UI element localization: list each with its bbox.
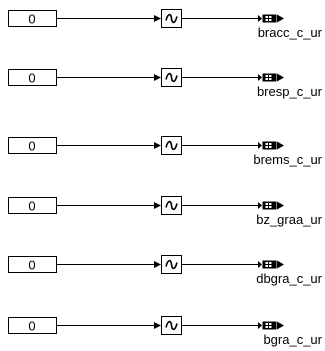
- wave-icon: [165, 72, 178, 83]
- constant-value: 0: [28, 199, 35, 214]
- wave-icon: [165, 13, 178, 24]
- constant-block[interactable]: 0: [8, 197, 57, 214]
- wave-icon: [165, 259, 178, 270]
- constant-value: 0: [28, 319, 35, 334]
- port-arrow: [277, 141, 284, 150]
- constant-value: 0: [28, 71, 35, 86]
- constant-block[interactable]: 0: [8, 256, 57, 273]
- output-label: bresp_c_ur: [257, 84, 323, 99]
- signal-row: 0 bresp_c_ur: [8, 68, 323, 99]
- output-label: brems_c_ur: [253, 152, 322, 167]
- arrowhead: [154, 322, 161, 329]
- output-port[interactable]: [258, 201, 284, 210]
- arrowhead: [258, 142, 262, 149]
- signal-row: 0 bz_graa_ur: [8, 196, 323, 227]
- arrowhead: [154, 74, 161, 81]
- constant-value: 0: [28, 258, 35, 273]
- converter-block[interactable]: [161, 68, 182, 87]
- output-port[interactable]: [258, 14, 284, 23]
- arrowhead: [258, 261, 262, 268]
- wave-icon: [165, 320, 178, 331]
- port-arrow: [277, 14, 284, 23]
- arrowhead: [154, 202, 161, 209]
- converter-block[interactable]: [161, 136, 182, 155]
- arrowhead: [258, 15, 262, 22]
- converter-block[interactable]: [161, 9, 182, 28]
- arrowhead: [258, 202, 262, 209]
- output-label: dbgra_c_ur: [256, 271, 322, 286]
- converter-block[interactable]: [161, 255, 182, 274]
- output-port[interactable]: [258, 141, 284, 150]
- signal-row: 0 bracc_c_ur: [8, 9, 323, 40]
- constant-value: 0: [28, 139, 35, 154]
- output-port[interactable]: [258, 73, 284, 82]
- signal-row: 0 dbgra_c_ur: [8, 255, 323, 286]
- wave-icon: [165, 140, 178, 151]
- constant-block[interactable]: 0: [8, 10, 57, 27]
- port-arrow: [277, 321, 284, 330]
- arrowhead: [258, 74, 262, 81]
- wave-icon: [165, 200, 178, 211]
- constant-value: 0: [28, 12, 35, 27]
- signal-row: 0 bgra_c_ur: [8, 316, 323, 347]
- arrowhead: [154, 261, 161, 268]
- port-arrow: [277, 201, 284, 210]
- converter-block[interactable]: [161, 196, 182, 215]
- output-label: bz_graa_ur: [256, 212, 322, 227]
- output-label: bgra_c_ur: [263, 332, 322, 347]
- constant-block[interactable]: 0: [8, 317, 57, 334]
- arrowhead: [154, 142, 161, 149]
- output-label: bracc_c_ur: [258, 25, 323, 40]
- arrowhead: [258, 322, 262, 329]
- port-arrow: [277, 260, 284, 269]
- output-port[interactable]: [258, 260, 284, 269]
- output-port[interactable]: [258, 321, 284, 330]
- constant-block[interactable]: 0: [8, 69, 57, 86]
- port-arrow: [277, 73, 284, 82]
- constant-block[interactable]: 0: [8, 137, 57, 154]
- converter-block[interactable]: [161, 316, 182, 335]
- arrowhead: [154, 15, 161, 22]
- signal-row: 0 brems_c_ur: [8, 136, 323, 167]
